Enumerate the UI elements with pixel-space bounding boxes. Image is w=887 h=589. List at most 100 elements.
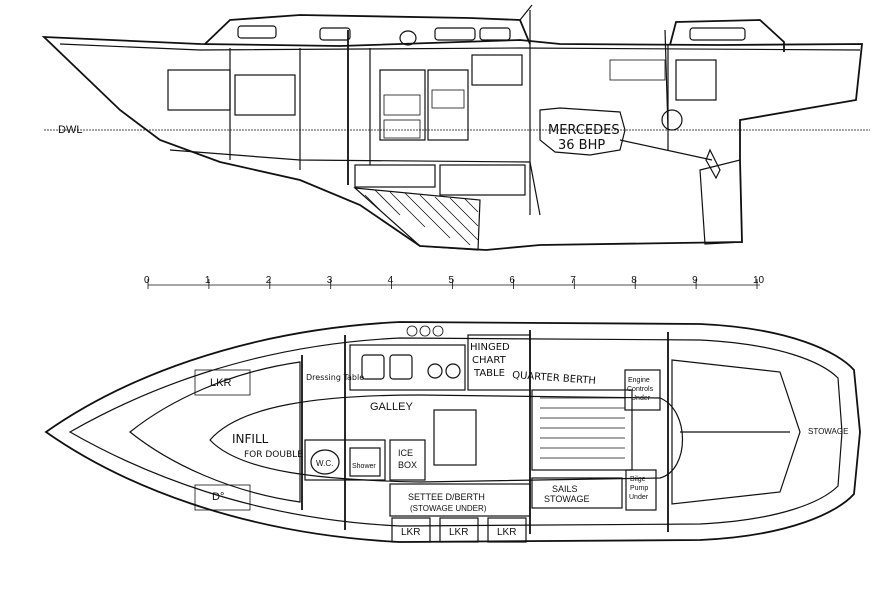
plan-deck-inner	[68, 337, 843, 527]
plan-chart-table	[467, 334, 531, 391]
label-lkr-forward-stbd: D°	[212, 491, 224, 503]
sink-icon	[361, 354, 385, 380]
profile-tank	[354, 164, 436, 188]
label-engine-controls-line1: Engine	[628, 377, 650, 384]
station-scale: 0 1 2 3 4 5 6 7 8 9 10	[144, 275, 765, 289]
label-engine-controls-line3: Under	[631, 395, 651, 402]
profile-hull-outline	[41, 35, 864, 251]
profile-window	[434, 27, 476, 41]
label-dressing-table: Dressing Table	[306, 373, 364, 382]
shower-tray	[349, 447, 381, 477]
profile-locker	[675, 59, 717, 101]
stove-burner-icon	[427, 363, 443, 379]
label-settee-line1: SETTEE D/BERTH	[408, 492, 485, 502]
plan-fwd-locker	[194, 484, 251, 511]
label-hinged-line3: TABLE	[473, 368, 505, 379]
profile-ballast	[353, 187, 481, 251]
plan-ice-box	[389, 439, 426, 481]
gas-tap-icon	[419, 325, 431, 337]
label-ice-box-line1: ICE	[398, 448, 413, 458]
profile-pedestal	[664, 29, 669, 131]
engine-label-line2: 36 BHP	[558, 138, 605, 153]
profile-coachroof-aft	[519, 4, 533, 44]
plan-view: LKR D° Dressing Table INFILL FOR DOUBLE …	[44, 321, 861, 543]
label-hinged-line1: HINGED	[470, 342, 510, 353]
waterline-label: DWL	[58, 124, 82, 136]
label-stowage: STOWAGE	[808, 427, 848, 436]
profile-aft-cabin	[669, 19, 785, 52]
station-label: 4	[388, 275, 394, 286]
stove-burner-icon	[445, 363, 461, 379]
station-label: 2	[266, 275, 272, 286]
plan-sail-stowage	[531, 477, 623, 509]
plan-settee	[389, 483, 531, 517]
station-label: 3	[327, 275, 333, 286]
engine-label-line1: MERCEDES	[548, 123, 620, 138]
plan-fwd-locker	[194, 369, 251, 396]
profile-shelf	[609, 59, 666, 81]
station-label: 9	[692, 275, 698, 286]
label-lkr-1: LKR	[401, 527, 420, 538]
plan-forecabin-berth	[129, 361, 301, 503]
sink-icon	[389, 354, 413, 380]
station-label: 6	[509, 275, 515, 286]
label-bilge-line2: Pump	[630, 485, 648, 492]
profile-window	[237, 25, 277, 39]
plan-locker	[391, 517, 431, 543]
plan-saloon-table	[433, 409, 477, 466]
label-lkr-3: LKR	[497, 527, 516, 538]
label-ice-box-line2: BOX	[398, 460, 417, 470]
profile-locker	[471, 54, 523, 86]
profile-settee	[234, 74, 296, 116]
profile-window	[689, 27, 746, 41]
label-settee-line2: (STOWAGE UNDER)	[410, 504, 487, 513]
label-wc: W.C.	[316, 459, 333, 468]
label-lkr-2: LKR	[449, 527, 468, 538]
label-hinged-line2: CHART	[472, 355, 507, 366]
plan-locker	[439, 517, 479, 543]
profile-prop-shaft	[619, 139, 713, 161]
profile-porthole	[399, 30, 417, 46]
profile-coachroof	[204, 14, 531, 45]
plan-cockpit	[671, 359, 801, 505]
profile-chart-unit	[431, 89, 465, 109]
station-label: 8	[631, 275, 637, 286]
profile-chart-unit	[427, 69, 469, 141]
label-bilge-line1: Bilge	[630, 476, 646, 483]
plan-galley-counter	[349, 344, 466, 391]
profile-forward-berth	[167, 69, 231, 111]
profile-galley-unit	[383, 94, 421, 116]
profile-view: DWL MERCEDES 36 BHP	[41, 4, 870, 251]
station-label: 10	[753, 275, 765, 286]
plan-bilge-pump-box	[625, 469, 657, 511]
station-label: 1	[205, 275, 211, 286]
station-label: 5	[449, 275, 455, 286]
profile-window	[319, 27, 351, 41]
toilet-icon	[310, 449, 340, 475]
profile-galley-unit	[379, 69, 426, 141]
plan-hull-outline	[44, 321, 861, 543]
plan-heads-compartment	[304, 439, 386, 481]
label-for-double: FOR DOUBLE	[244, 450, 303, 460]
label-bilge-line3: Under	[629, 494, 649, 501]
gas-tap-icon	[432, 325, 444, 337]
label-sails-line1: SAILS	[552, 484, 578, 494]
station-ticks: 0 1 2 3 4 5 6 7 8 9 10	[144, 275, 765, 289]
gas-tap-icon	[406, 325, 418, 337]
label-sails-line2: STOWAGE	[544, 494, 590, 504]
profile-engine-outline	[539, 107, 626, 156]
profile-deck-line	[59, 43, 861, 51]
plan-locker	[487, 517, 527, 543]
propeller-icon	[705, 148, 721, 180]
station-label: 7	[570, 275, 576, 286]
plan-engine-controls-box	[624, 369, 661, 411]
label-quarter-berth: QUARTER BERTH	[512, 370, 596, 387]
profile-skeg	[699, 159, 743, 245]
plan-quarter-berth	[531, 389, 633, 471]
label-lkr-forward-port: LKR	[210, 377, 231, 389]
station-label: 0	[144, 275, 150, 286]
steering-wheel-icon	[661, 109, 683, 131]
profile-ballast-hatching	[364, 189, 479, 246]
label-shower: Shower	[352, 463, 376, 470]
